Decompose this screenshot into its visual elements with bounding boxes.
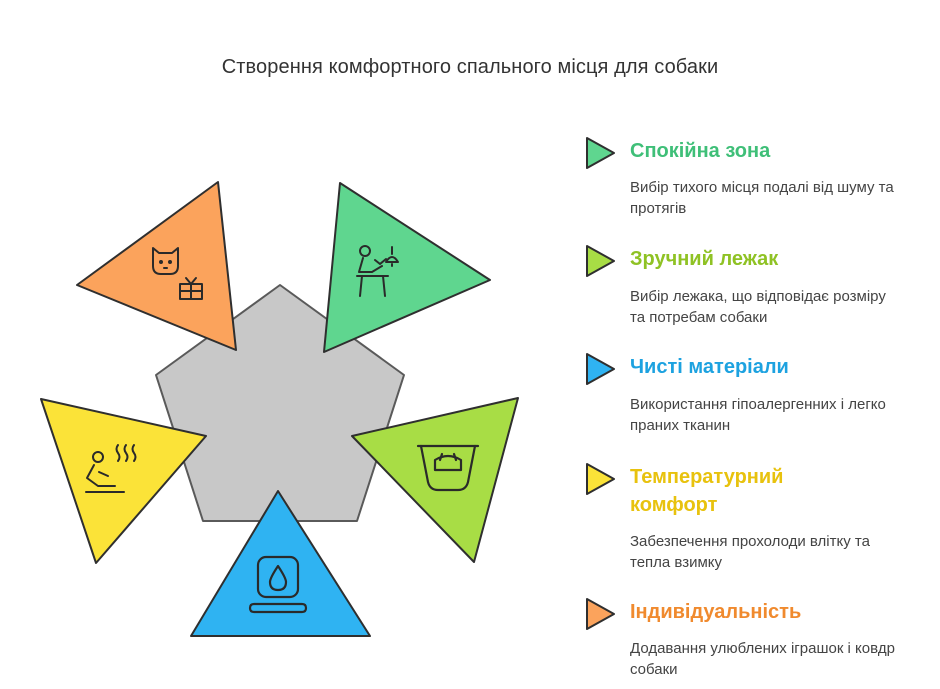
segment-calm-zone xyxy=(323,182,491,353)
legend-desc-clean-materials: Використання гіпоалергенних і легко пран… xyxy=(630,396,886,434)
segment-individuality xyxy=(76,181,237,351)
clean-fabric-icon xyxy=(248,555,308,614)
legend-title-temperature-comfort: Температурний комфорт xyxy=(630,466,784,516)
segment-clean-materials xyxy=(190,490,371,637)
legend-desc-temperature-comfort: Забезпечення прохолоди влітку та тепла в… xyxy=(630,533,870,571)
triangle-clean-materials xyxy=(190,490,371,637)
page-title: Створення комфортного спального місця дл… xyxy=(221,56,719,78)
triangle-marker-icon xyxy=(586,245,615,277)
legend-desc-calm-zone: Вибір тихого місця подалі від шуму та пр… xyxy=(630,179,894,217)
legend-desc-comfy-bed: Вибір лежака, що відповідає розміру та п… xyxy=(630,288,886,326)
legend-title-individuality: Індивідуальність xyxy=(630,601,802,623)
triangle-comfy-bed xyxy=(351,397,519,563)
triangle-marker-icon xyxy=(586,137,615,169)
triangle-calm-zone xyxy=(323,182,491,353)
triangle-marker-icon xyxy=(586,353,615,385)
person-with-lamp-icon xyxy=(356,245,399,297)
triangle-marker-icon xyxy=(586,463,615,495)
segment-comfy-bed xyxy=(351,397,519,563)
dog-gift-icon xyxy=(152,247,203,300)
legend-title-calm-zone: Спокійна зона xyxy=(630,140,771,162)
triangle-individuality xyxy=(76,181,237,351)
dog-bed-icon xyxy=(416,444,480,492)
segment-temperature-comfort xyxy=(40,398,207,564)
person-warmth-icon xyxy=(85,444,137,493)
triangle-temperature-comfort xyxy=(40,398,207,564)
legend-desc-individuality: Додавання улюблених іграшок і ковдр соба… xyxy=(630,640,896,678)
legend-title-clean-materials: Чисті матеріали xyxy=(630,356,789,378)
legend-title-comfy-bed: Зручний лежак xyxy=(630,248,779,270)
triangle-marker-icon xyxy=(586,598,615,630)
